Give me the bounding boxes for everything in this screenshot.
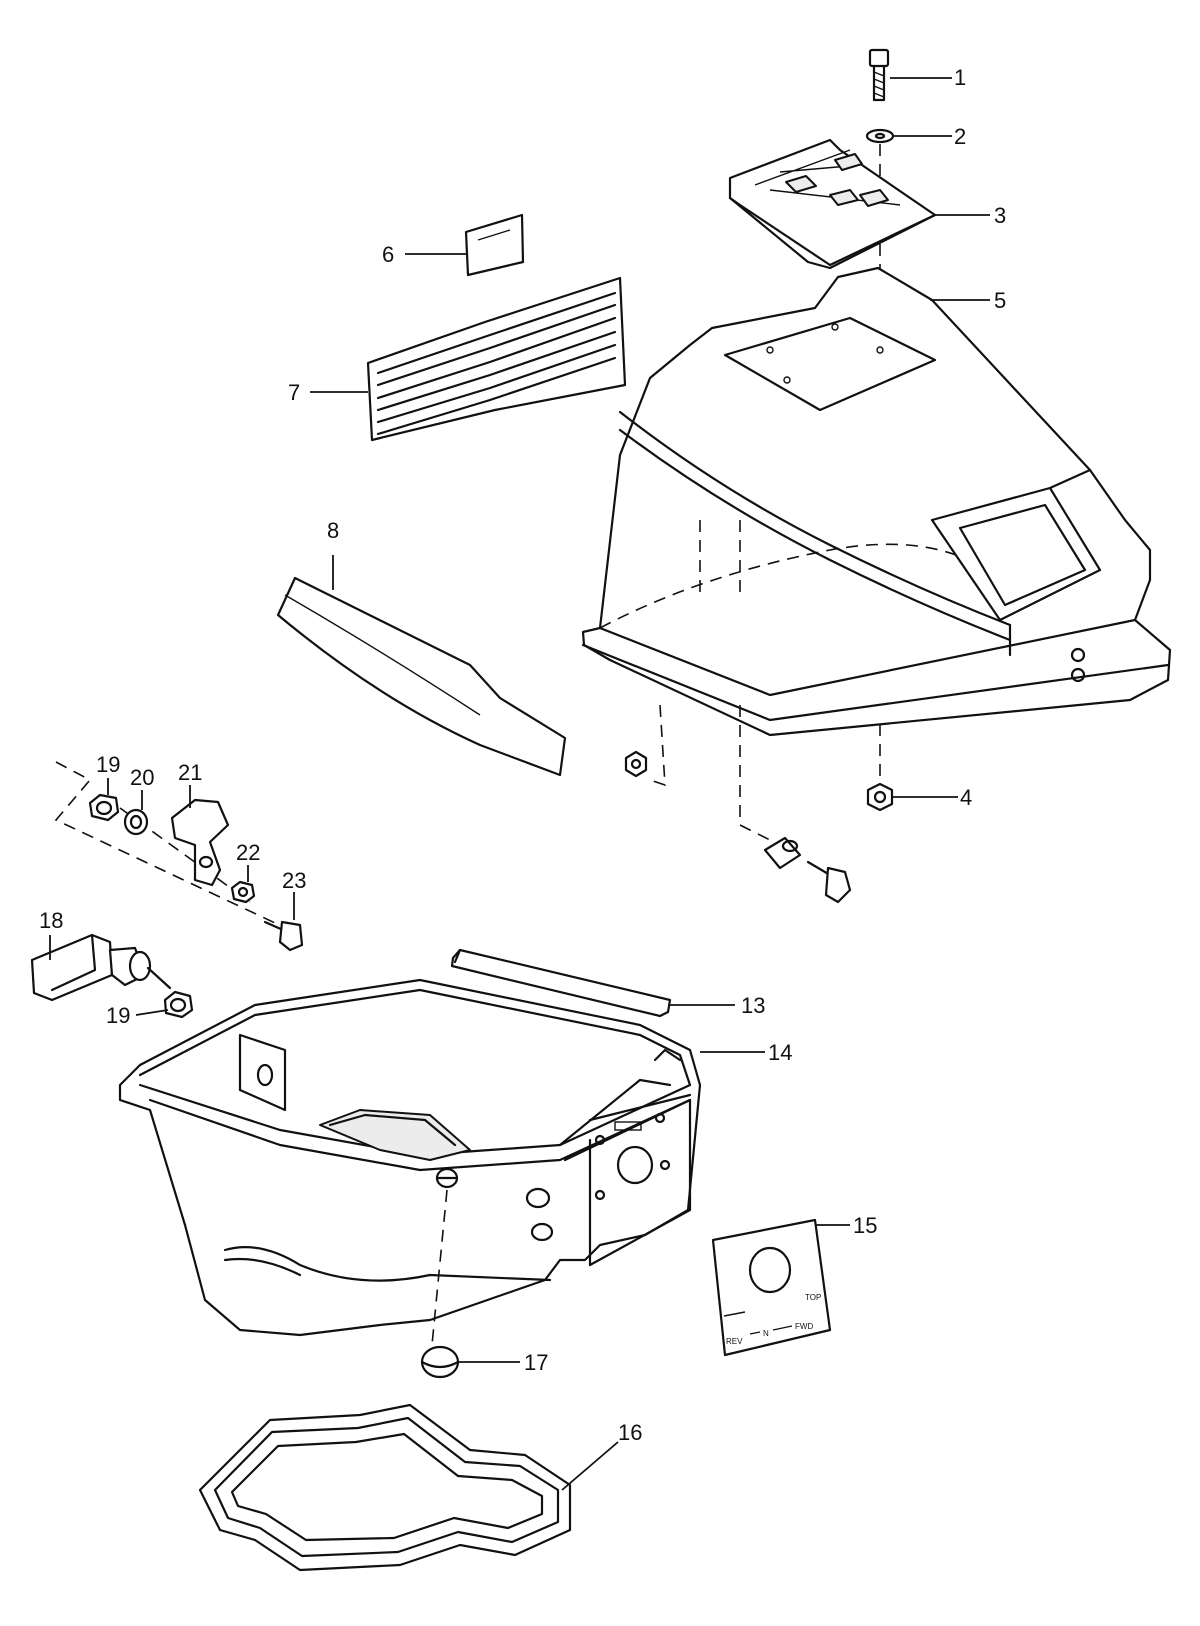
part-18-latch-handle bbox=[30, 933, 172, 1002]
cowl-grommet bbox=[763, 836, 802, 870]
callout-numbers: 1 2 3 4 5 6 7 8 13 14 15 16 17 18 19 19 … bbox=[39, 65, 1006, 1445]
decal-top-text: TOP bbox=[805, 1293, 821, 1302]
label-7: 7 bbox=[288, 380, 300, 405]
part-13-seal bbox=[450, 948, 672, 1018]
label-4: 4 bbox=[960, 785, 972, 810]
cowl-mount-screw bbox=[806, 860, 852, 904]
part-4-nut bbox=[866, 782, 894, 812]
label-15: 15 bbox=[853, 1213, 877, 1238]
part-7-decal-grille bbox=[366, 276, 627, 442]
label-14: 14 bbox=[768, 1040, 792, 1065]
label-18: 18 bbox=[39, 908, 63, 933]
decal-rev-text: REV bbox=[726, 1337, 743, 1346]
label-19-upper: 19 bbox=[96, 752, 120, 777]
part-22-nut bbox=[230, 880, 256, 904]
label-5: 5 bbox=[994, 288, 1006, 313]
label-8: 8 bbox=[327, 518, 339, 543]
label-17: 17 bbox=[524, 1350, 548, 1375]
part-3-top-cover bbox=[728, 138, 937, 270]
label-3: 3 bbox=[994, 203, 1006, 228]
part-17-plug bbox=[420, 1345, 460, 1379]
part-19-nut-upper bbox=[88, 793, 120, 822]
part-6-decal bbox=[464, 213, 525, 277]
label-13: 13 bbox=[741, 993, 765, 1018]
part-1-screw bbox=[868, 48, 890, 102]
part-8-seal-strip bbox=[276, 576, 567, 777]
label-6: 6 bbox=[382, 242, 394, 267]
part-14-bottom-cowl bbox=[118, 978, 702, 1337]
label-21: 21 bbox=[178, 760, 202, 785]
part-23-screw bbox=[263, 920, 304, 952]
decal-n-text: N bbox=[763, 1329, 769, 1338]
cowl-mount-nut bbox=[624, 750, 648, 778]
part-2-washer bbox=[865, 128, 895, 144]
label-19-lower: 19 bbox=[106, 1003, 130, 1028]
label-23: 23 bbox=[282, 868, 306, 893]
part-16-gasket bbox=[198, 1403, 572, 1572]
part-21-latch-bracket bbox=[170, 798, 230, 887]
part-19-nut-lower bbox=[163, 990, 194, 1019]
label-20: 20 bbox=[130, 765, 154, 790]
part-15-shift-decal: REV N FWD TOP bbox=[711, 1218, 832, 1357]
label-16: 16 bbox=[618, 1420, 642, 1445]
label-1: 1 bbox=[954, 65, 966, 90]
label-2: 2 bbox=[954, 124, 966, 149]
part-20-washer bbox=[123, 808, 149, 836]
decal-fwd-text: FWD bbox=[795, 1322, 813, 1331]
part-5-top-cowl bbox=[581, 266, 1172, 737]
label-22: 22 bbox=[236, 840, 260, 865]
